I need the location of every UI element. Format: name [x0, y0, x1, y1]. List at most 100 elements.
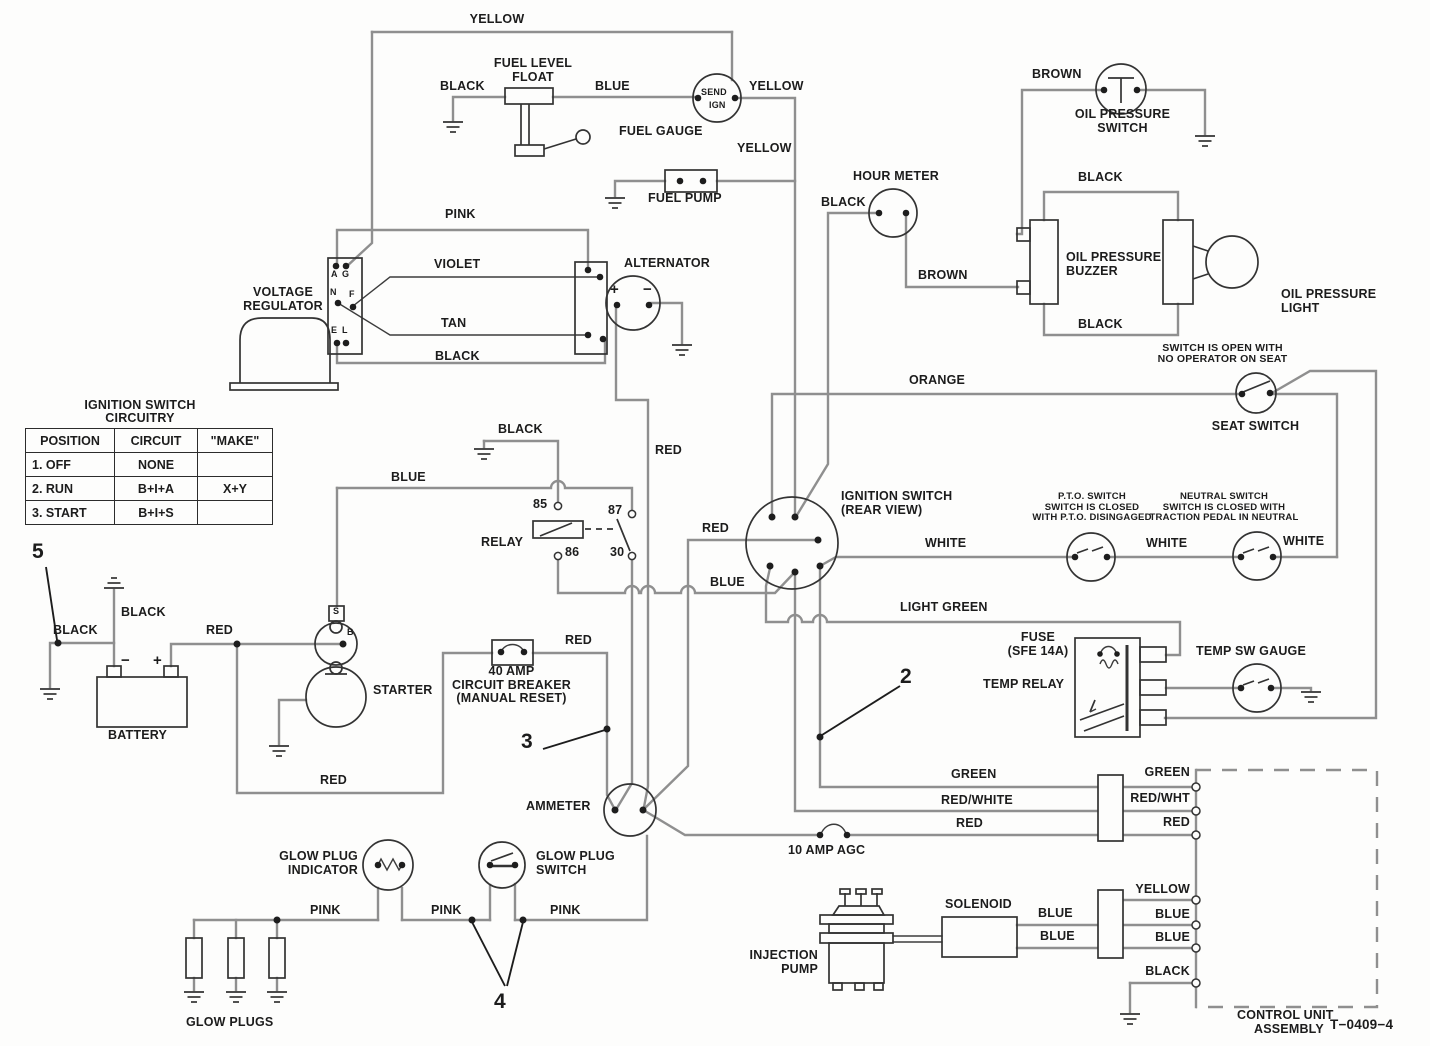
wire-label-blue-sol2: BLUE [1040, 929, 1075, 943]
component-label-relay: RELAY [481, 535, 524, 549]
wire-label-green-right: GREEN [1144, 765, 1190, 779]
fuel-pump-symbol [664, 169, 718, 193]
component-label-injection-pump: INJECTION PUMP [749, 948, 818, 976]
ignition-table-title2: CIRCUITRY [105, 411, 175, 425]
fuel-gauge-symbol [692, 73, 742, 123]
wire-label-red-battery: RED [206, 623, 233, 637]
starter-terminal-b: B [347, 627, 354, 637]
ignition-table-title1: IGNITION SWITCH [84, 398, 196, 412]
wire-label-yellow-vert: YELLOW [737, 141, 792, 155]
battery-symbol [96, 665, 188, 728]
glow-plug-switch-symbol [478, 841, 526, 889]
starter-symbol [305, 605, 367, 728]
relay-terminal-85: 85 [533, 497, 548, 511]
agc-fuse-symbol [816, 831, 851, 839]
component-label-fuel-level-float: FUEL LEVEL FLOAT [493, 56, 573, 84]
component-label-hour-meter: HOUR METER [853, 169, 940, 183]
component-label-agc-fuse: 10 AMP AGC [788, 843, 866, 857]
wire-label-black-callout5: BLACK [53, 623, 98, 637]
wire-label-brown-oil: BROWN [1032, 67, 1082, 81]
injection-pump-symbol [819, 888, 894, 991]
circuit-breaker-symbol [491, 639, 534, 666]
component-symbols [96, 63, 1379, 1009]
wire-label-black-hour: BLACK [821, 195, 866, 209]
component-label-glow-plug-switch: GLOW PLUG SWITCH [536, 849, 615, 877]
wire-label-red-alt: RED [655, 443, 682, 457]
wire-label-redwht-right: RED/WHT [1130, 791, 1190, 805]
table-cell: 1. OFF [25, 452, 115, 477]
wire-label-white3: WHITE [1283, 534, 1325, 548]
wire-label-blue-sol1: BLUE [1038, 906, 1073, 920]
wire-label-black-relay: BLACK [498, 422, 543, 436]
table-cell [197, 500, 273, 525]
component-label-circuit-breaker: 40 AMP CIRCUIT BREAKER (MANUAL RESET) [452, 664, 571, 705]
table-cell: NONE [114, 452, 198, 477]
table-cell: X+Y [197, 476, 273, 501]
component-label-fuse-sfe: FUSE (SFE 14A) [1007, 630, 1069, 658]
hour-meter-symbol [868, 188, 918, 238]
component-label-starter: STARTER [373, 683, 433, 697]
wire-label-green-left: GREEN [951, 767, 997, 781]
glow-plug-indicator-symbol [362, 839, 414, 891]
wire-label-blue-cu2: BLUE [1155, 930, 1190, 944]
wire-label-black-float: BLACK [440, 79, 485, 93]
component-label-oil-pressure-light: OIL PRESSURE LIGHT [1281, 287, 1377, 315]
relay-terminal-87: 87 [608, 503, 623, 517]
wire-label-black-buzz-top: BLACK [1078, 170, 1123, 184]
callout-3: 3 [521, 730, 533, 753]
component-label-solenoid: SOLENOID [945, 897, 1012, 911]
component-label-glow-plugs: GLOW PLUGS [186, 1015, 274, 1029]
wire-label-tan: TAN [441, 316, 467, 330]
wire-label-pink-reg: PINK [445, 207, 476, 221]
table-row: 1. OFF NONE [25, 452, 273, 477]
alternator-symbol [574, 261, 661, 355]
harness-connector-1 [1097, 774, 1124, 842]
component-label-alternator: ALTERNATOR [624, 256, 711, 270]
component-label-fuel-gauge: FUEL GAUGE [619, 124, 703, 138]
wire-label-blue-cu1: BLUE [1155, 907, 1190, 921]
wire-label-red-ign: RED [702, 521, 729, 535]
ignition-table: POSITION CIRCUIT "MAKE" 1. OFF NONE 2. R… [25, 428, 273, 525]
control-unit-symbol [1191, 768, 1379, 1009]
wire-label-pink3: PINK [550, 903, 581, 917]
wire-label-brown-hour: BROWN [918, 268, 968, 282]
component-label-seat-switch: SEAT SWITCH [1211, 419, 1300, 433]
wire-label-violet: VIOLET [434, 257, 481, 271]
starter-terminal-s: S [333, 606, 340, 616]
glow-plugs-symbol [185, 937, 286, 979]
fuel-gauge-ign-terminal: IGN [709, 100, 726, 110]
regulator-terminal-a: A [331, 269, 338, 279]
component-label-temp-relay: TEMP RELAY [983, 677, 1065, 691]
wire-label-yellow-cu: YELLOW [1135, 882, 1190, 896]
alternator-minus-sign: − [643, 281, 652, 298]
ammeter-symbol [603, 783, 657, 837]
control-unit-label-line1: CONTROL UNIT [1237, 1008, 1334, 1022]
callout-5: 5 [32, 540, 44, 563]
wire-label-yellow-gauge: YELLOW [749, 79, 804, 93]
regulator-terminal-e: E [331, 325, 338, 335]
component-label-oil-pressure-switch: OIL PRESSURE SWITCH [1074, 107, 1171, 135]
table-cell [197, 452, 273, 477]
ignition-table-header-position: POSITION [25, 428, 115, 453]
wire-label-pink1: PINK [310, 903, 341, 917]
temp-sw-gauge-symbol [1232, 663, 1282, 713]
wire-label-white2: WHITE [1146, 536, 1188, 550]
fuel-level-float-symbol [504, 87, 591, 157]
table-row: 3. START B+I+S [25, 500, 273, 525]
wire-label-redwhite-left: RED/WHITE [941, 793, 1013, 807]
pto-switch-note: P.T.O. SWITCH SWITCH IS CLOSED WITH P.T.… [1032, 491, 1152, 524]
table-cell: 3. START [25, 500, 115, 525]
regulator-terminal-n: N [330, 287, 337, 297]
regulator-terminal-f: F [349, 289, 355, 299]
wire-label-white1: WHITE [925, 536, 967, 550]
neutral-switch-symbol [1232, 531, 1282, 581]
component-label-ignition-switch: IGNITION SWITCH (REAR VIEW) [841, 489, 953, 517]
wire-label-blue-ign: BLUE [710, 575, 745, 589]
table-cell: 2. RUN [25, 476, 115, 501]
wire-label-red-right: RED [1163, 815, 1190, 829]
neutral-switch-note: NEUTRAL SWITCH SWITCH IS CLOSED WITH TRA… [1149, 491, 1299, 524]
relay-symbol [532, 501, 637, 561]
ignition-table-header-circuit: CIRCUIT [114, 428, 198, 453]
regulator-terminal-g: G [342, 269, 350, 279]
